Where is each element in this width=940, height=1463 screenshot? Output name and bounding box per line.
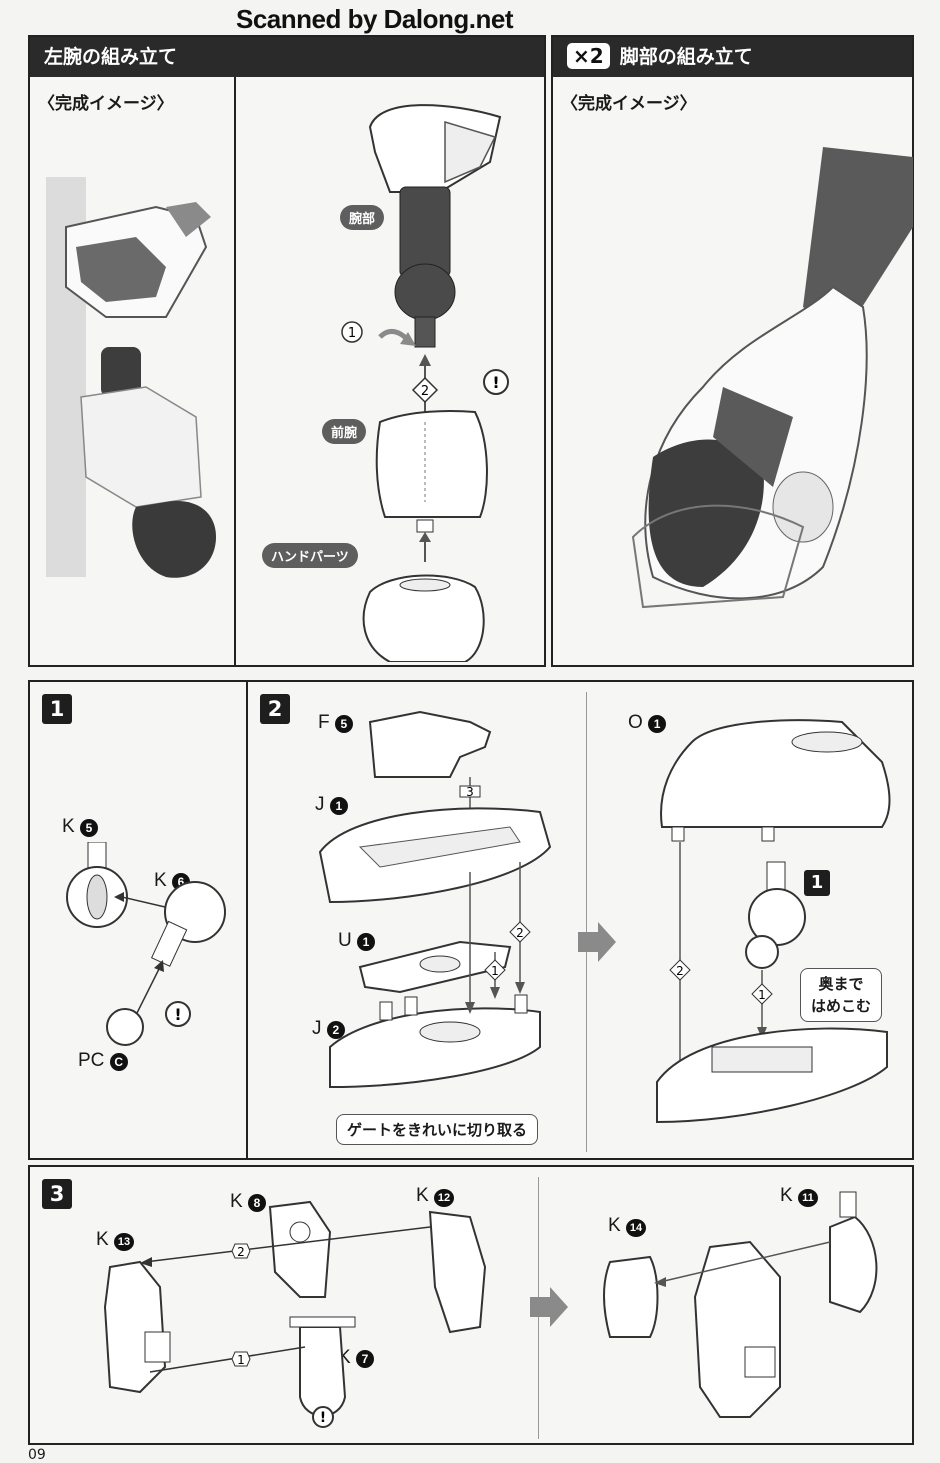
label-j1: J 1 — [315, 794, 348, 816]
label-hand-parts: ハンドパーツ — [262, 543, 358, 568]
label-pc-letter: PC — [78, 1050, 105, 1071]
label-f-letter: F — [318, 712, 330, 733]
label-k8-num: 8 — [247, 1194, 266, 1212]
leg-title: 脚部の組み立て — [619, 46, 753, 68]
step2-divider — [586, 692, 587, 1152]
step2-final-diagram: 2 1 — [656, 719, 891, 1124]
label-k11: K 11 — [780, 1185, 818, 1207]
step1-diagram: ! — [66, 842, 226, 1046]
push-note-line1: 奥まで — [818, 975, 864, 993]
label-o-num: 1 — [648, 715, 667, 733]
leg-preview-illustration — [631, 147, 913, 609]
right-preview-label: 〈完成イメージ〉 — [561, 94, 697, 114]
label-f5: F 5 — [318, 712, 353, 734]
multiplier-badge: ×2 — [567, 42, 610, 69]
arm-assembly-diagram: 1 2 ! — [341, 104, 509, 662]
label-k13-letter: K — [96, 1229, 109, 1250]
label-k12-letter: K — [416, 1185, 429, 1206]
label-k11-num: 11 — [797, 1189, 818, 1207]
next-arrow-icon — [578, 922, 616, 962]
step2-final-arrow-num-2: 2 — [676, 964, 684, 978]
label-o1: O 1 — [628, 712, 667, 734]
step2-arrow-num-3: 3 — [466, 785, 474, 799]
leg-header: ×2 脚部の組み立て — [553, 37, 912, 77]
label-u1: U 1 — [338, 930, 376, 952]
label-j2-num: 2 — [326, 1021, 345, 1039]
left-arm-panel: 左腕の組み立て 〈完成イメージ〉 1 — [28, 35, 546, 667]
label-f-num: 5 — [334, 715, 353, 733]
step-3-panel: 3 K 8 K 12 K 13 K 7 K 11 K 14 — [28, 1165, 914, 1445]
push-fully-note: 奥まで はめこむ — [800, 968, 883, 1022]
next-arrow-icon-step3 — [530, 1287, 568, 1327]
label-pc-num: C — [109, 1053, 128, 1071]
caution-icon: ! — [492, 373, 499, 392]
label-k5-num: 5 — [79, 819, 98, 837]
step2-arrow-num-1: 1 — [491, 964, 499, 978]
label-k5-letter: K — [62, 816, 75, 837]
label-j2: J 2 — [312, 1018, 345, 1040]
steps-1-2-panel: 1 K 5 K 6 PC C ! 2 F 5 J 1 U 1 J — [28, 680, 914, 1160]
label-k14: K 14 — [608, 1215, 646, 1237]
step3-arrow-num-1: 1 — [237, 1353, 245, 1367]
step2-arrow-num-2: 2 — [516, 926, 524, 940]
label-k14-letter: K — [608, 1215, 621, 1236]
label-k7-num: 7 — [355, 1350, 374, 1368]
caution-icon-step3: ! — [320, 1410, 326, 1426]
label-u-letter: U — [338, 930, 352, 951]
label-k5: K 5 — [62, 816, 98, 838]
label-forearm: 前腕 — [322, 419, 367, 444]
label-j2-letter: J — [312, 1018, 322, 1039]
step3-arrow-num-2: 2 — [237, 1245, 245, 1259]
label-k14-num: 14 — [625, 1219, 646, 1237]
label-k12: K 12 — [416, 1185, 454, 1207]
label-k8-letter: K — [230, 1191, 243, 1212]
ref-step-1-badge: 1 — [804, 870, 830, 896]
step-2-number: 2 — [260, 694, 290, 724]
step-3-number: 3 — [42, 1179, 72, 1209]
label-k6-letter: K — [154, 870, 167, 891]
step3-right-diagram — [603, 1191, 878, 1418]
label-u-num: 1 — [357, 933, 376, 951]
caution-icon-step1: ! — [174, 1005, 181, 1024]
left-arm-title: 左腕の組み立て — [44, 46, 178, 68]
push-note-line2: はめこむ — [811, 997, 872, 1015]
left-arm-header: 左腕の組み立て — [30, 37, 544, 77]
label-k13: K 13 — [96, 1229, 134, 1251]
step3-left-diagram: 2 1 ! — [103, 1200, 487, 1428]
step1-divider — [246, 682, 248, 1158]
left-panel-divider — [234, 77, 236, 667]
label-k12-num: 12 — [433, 1189, 454, 1207]
leg-panel: ×2 脚部の組み立て 〈完成イメージ〉 — [551, 35, 914, 667]
label-upper-arm: 腕部 — [340, 205, 385, 230]
label-j1-num: 1 — [329, 797, 348, 815]
gate-cut-note: ゲートをきれいに切り取る — [336, 1114, 539, 1145]
label-j1-letter: J — [315, 794, 325, 815]
watermark-text: Scanned by Dalong.net — [236, 4, 514, 34]
step2-final-arrow-num-1: 1 — [758, 988, 766, 1002]
label-k11-letter: K — [780, 1185, 793, 1206]
step2-exploded-diagram: 3 2 1 — [318, 710, 552, 1089]
arrow-num-1: 1 — [348, 326, 356, 341]
left-preview-label: 〈完成イメージ〉 — [38, 94, 174, 114]
label-k13-num: 13 — [113, 1233, 134, 1251]
label-k8: K 8 — [230, 1191, 266, 1213]
label-o-letter: O — [628, 712, 643, 733]
label-pc: PC C — [78, 1050, 128, 1072]
arrow-num-2: 2 — [421, 384, 429, 399]
step-1-number: 1 — [42, 694, 72, 724]
page-number: 09 — [28, 1447, 46, 1463]
arm-preview-illustration — [46, 177, 216, 578]
